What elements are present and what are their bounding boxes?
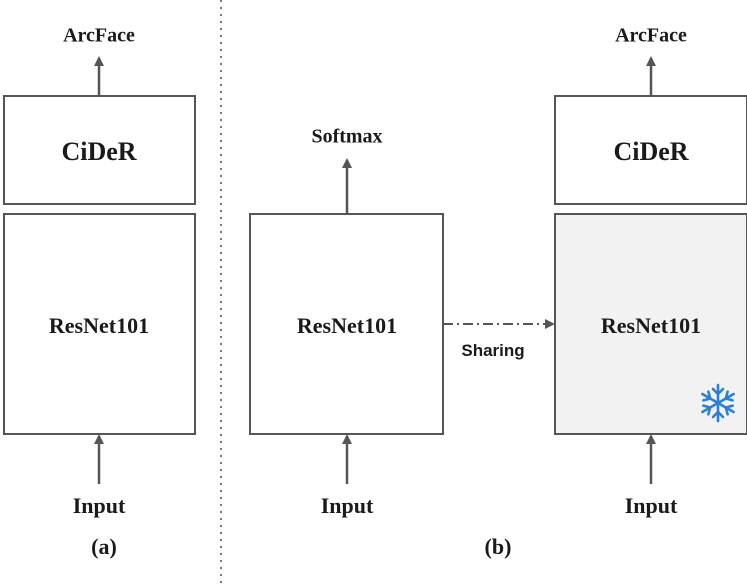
panel-a-caption: (a) [91,534,117,559]
sharing-label: Sharing [461,341,525,360]
panel-b-left-resnet-box [249,213,444,435]
panel-b-left-input-label: Input [320,493,374,518]
panel-a-cider-box [3,95,196,205]
panel-b-right-resnet-box-frozen [554,213,747,435]
panel-b-arcface-label: ArcFace [615,24,687,47]
panel-a-resnet-box [3,213,196,435]
panel-b-softmax-label: Softmax [311,125,383,148]
panel-b-left-resnet-label: ResNet101 [296,313,398,338]
panel-b-right-input-label: Input [624,493,678,518]
panel-a-arcface-label: ArcFace [63,24,135,47]
snowflake-icon [701,383,735,423]
panel-a-resnet-label: ResNet101 [48,313,150,338]
panel-b-caption: (b) [484,534,512,559]
panel-a-cider-label: CiDeR [61,137,137,166]
panel-b-right-resnet-label: ResNet101 [600,313,702,338]
panel-a-input-label: Input [72,493,126,518]
panel-b-right-cider-box [554,95,747,205]
panel-b-cider-label: CiDeR [613,137,689,166]
